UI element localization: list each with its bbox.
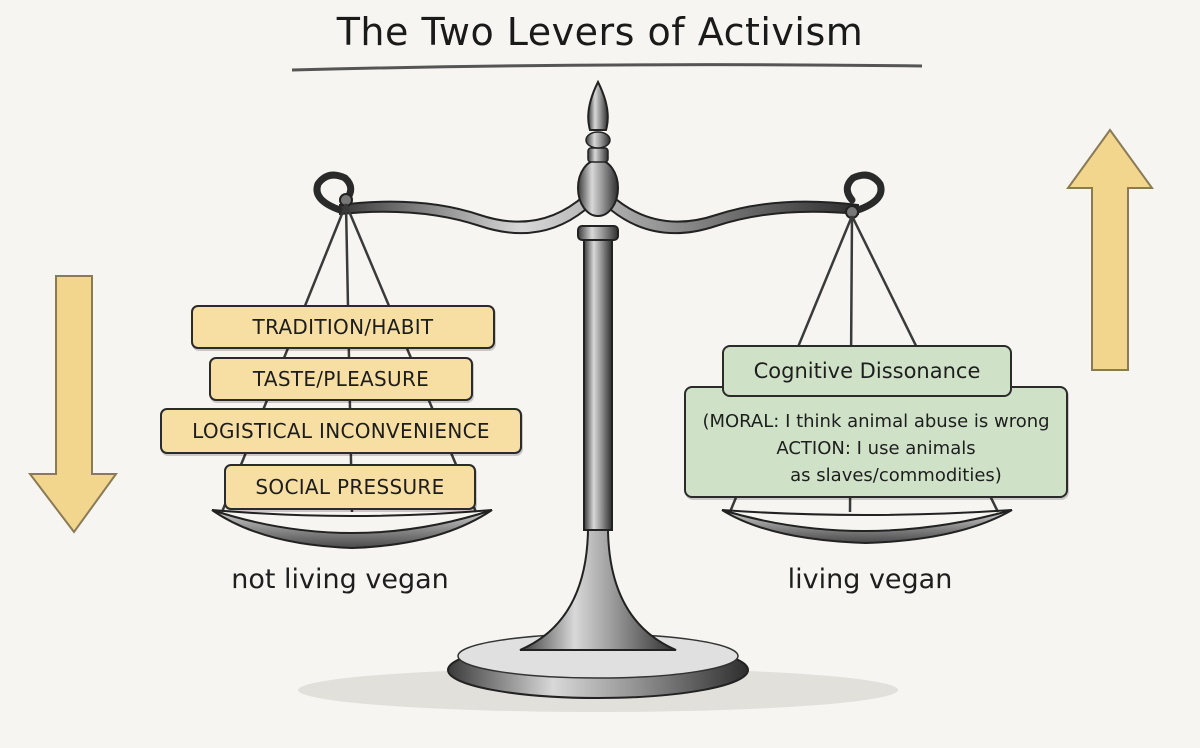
moral-line: (MORAL: I think animal abuse is wrong (702, 411, 1050, 432)
left-pan-label: not living vegan (231, 564, 449, 595)
cognitive-dissonance-details: (MORAL: I think animal abuse is wrong AC… (684, 386, 1068, 498)
scale-column (583, 234, 613, 531)
left-pan-item-tradition-habit: TRADITION/HABIT (191, 305, 495, 349)
beam-scroll-left (313, 171, 355, 214)
scale-stand-flare (519, 519, 677, 651)
finial (587, 79, 609, 131)
beam-scroll-right (843, 171, 885, 214)
right-pan (721, 509, 1013, 545)
commodities-line: as slaves/commodities) (790, 465, 1002, 486)
title-underline (291, 63, 923, 72)
up-arrow-icon (1066, 128, 1154, 371)
left-pan (211, 509, 493, 550)
down-arrow-icon (27, 275, 118, 534)
right-pan-label: living vegan (787, 564, 953, 595)
left-pan-item-taste-pleasure: TASTE/PLEASURE (209, 357, 473, 401)
page-title: The Two Levers of Activism (336, 10, 864, 54)
left-pan-item-social-pressure: SOCIAL PRESSURE (224, 464, 476, 510)
left-pan-item-logistical-inconvenience: LOGISTICAL INCONVENIENCE (160, 408, 522, 454)
pivot-knob (577, 159, 619, 217)
heading-join (724, 384, 1010, 390)
action-line: ACTION: I use animals (776, 438, 976, 459)
